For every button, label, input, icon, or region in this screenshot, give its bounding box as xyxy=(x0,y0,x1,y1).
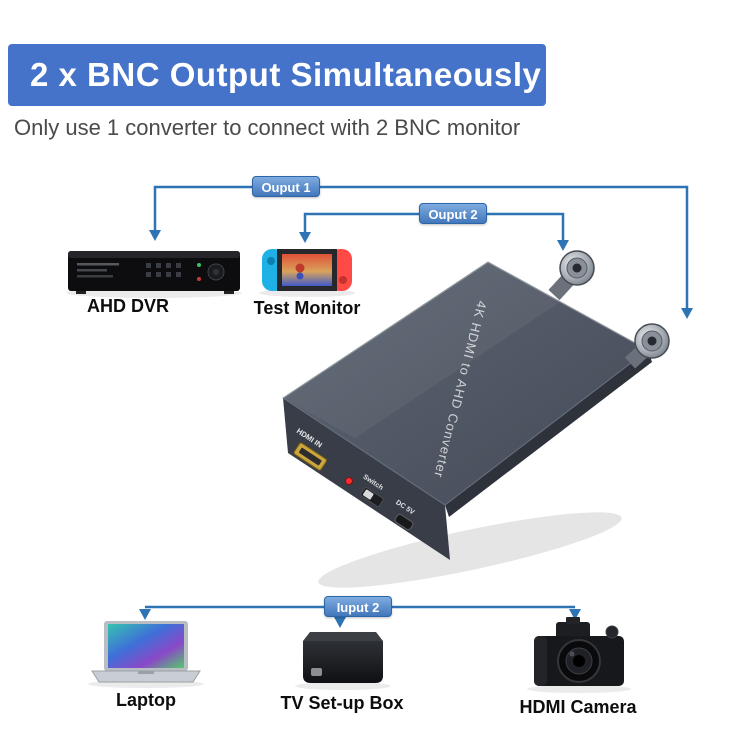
output2-line-right xyxy=(487,212,565,240)
status-led xyxy=(345,477,353,485)
bnc-connector-2 xyxy=(624,323,670,369)
output2-badge: Ouput 2 xyxy=(419,203,487,224)
monitor-label: Test Monitor xyxy=(253,298,361,318)
test-monitor-illustration xyxy=(262,249,352,291)
tvbox-label: TV Set-up Box xyxy=(280,693,404,713)
arrow-to-bnc2 xyxy=(681,308,693,319)
subtitle: Only use 1 converter to connect with 2 B… xyxy=(14,115,521,140)
arrow-to-bnc1 xyxy=(557,240,569,251)
dvr-label: AHD DVR xyxy=(86,296,169,316)
arrow-to-monitor xyxy=(299,232,311,243)
output1-line-right xyxy=(320,185,689,308)
arrow-to-camera xyxy=(569,609,581,620)
laptop-label: Laptop xyxy=(116,690,176,710)
arrow-to-tvbox xyxy=(334,617,346,628)
output2-line-left xyxy=(303,212,420,232)
laptop-illustration xyxy=(91,621,201,683)
banner-title: 2 x BNC Output Simultaneously xyxy=(30,56,542,93)
camera-label: HDMI Camera xyxy=(519,697,637,717)
arrowheads xyxy=(139,230,693,628)
output1-badge: Ouput 1 xyxy=(252,176,320,197)
tv-box-illustration xyxy=(303,632,383,683)
camera-illustration xyxy=(534,617,624,686)
dvr-illustration xyxy=(68,251,240,294)
arrow-to-dvr xyxy=(149,230,161,241)
arrow-to-laptop xyxy=(139,609,151,620)
banner: 2 x BNC Output Simultaneously xyxy=(8,44,546,106)
input2-badge: Iuput 2 xyxy=(324,596,392,617)
bnc-connector-1 xyxy=(548,250,595,301)
converter-illustration: 4K HDMI to AHD Converter HDMI IN xyxy=(282,250,670,560)
output1-line-left xyxy=(153,185,253,230)
